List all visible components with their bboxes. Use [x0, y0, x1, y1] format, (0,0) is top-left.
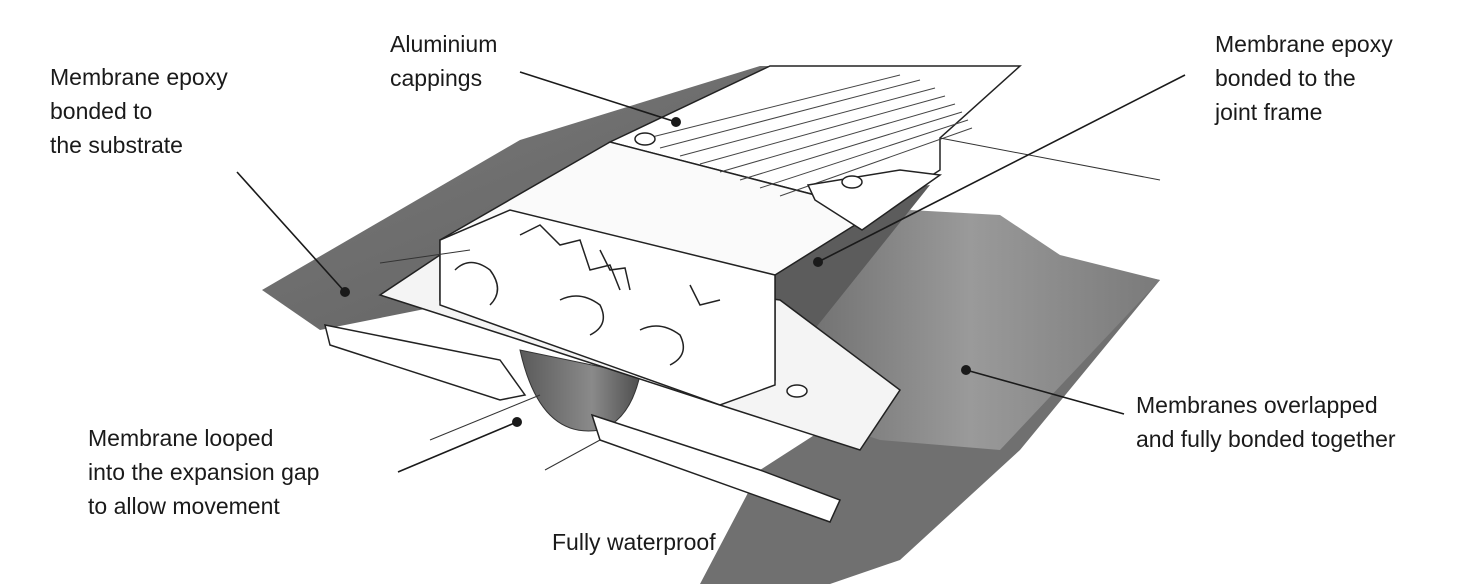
screw-heads: [634, 132, 863, 398]
callout-membrane-bonded-to-substrate: Membrane epoxy bonded to the substrate: [50, 60, 228, 162]
callout-line: Membrane epoxy: [1215, 31, 1393, 57]
callout-line: the substrate: [50, 132, 183, 158]
capping-front-face: [439, 209, 776, 406]
callout-line: Membrane epoxy: [50, 64, 228, 90]
callout-line: Aluminium: [390, 31, 498, 57]
callout-line: into the expansion gap: [88, 459, 320, 485]
callout-line: bonded to: [50, 98, 153, 124]
callout-line: Fully waterproof: [552, 529, 716, 555]
callout-line: cappings: [390, 65, 483, 91]
capping-grooves: [639, 74, 973, 197]
joint-frame-wall: [939, 137, 1161, 181]
left-lip: [323, 324, 527, 401]
callout-line: Membrane looped: [88, 425, 274, 451]
joint-frame-edge: [806, 169, 943, 231]
extrusion-profile: [454, 224, 721, 366]
right-lip: [590, 413, 842, 523]
callout-line: bonded to the: [1215, 65, 1356, 91]
callout-line: and fully bonded together: [1136, 426, 1396, 452]
callout-aluminium-cappings: Aluminium cappings: [390, 27, 497, 95]
callout-line: joint frame: [1215, 99, 1323, 125]
leader-dots: [340, 117, 971, 427]
callout-fully-waterproof: Fully waterproof: [552, 525, 716, 559]
callout-line: Membranes overlapped: [1136, 392, 1378, 418]
callout-line: to allow movement: [88, 493, 280, 519]
callout-membranes-overlapped: Membranes overlapped and fully bonded to…: [1136, 388, 1396, 456]
callout-membrane-looped: Membrane looped into the expansion gap t…: [88, 421, 319, 523]
ground-lines: [379, 249, 601, 471]
callout-membrane-bonded-to-joint-frame: Membrane epoxy bonded to the joint frame: [1215, 27, 1393, 129]
leader-lines: [236, 71, 1186, 473]
